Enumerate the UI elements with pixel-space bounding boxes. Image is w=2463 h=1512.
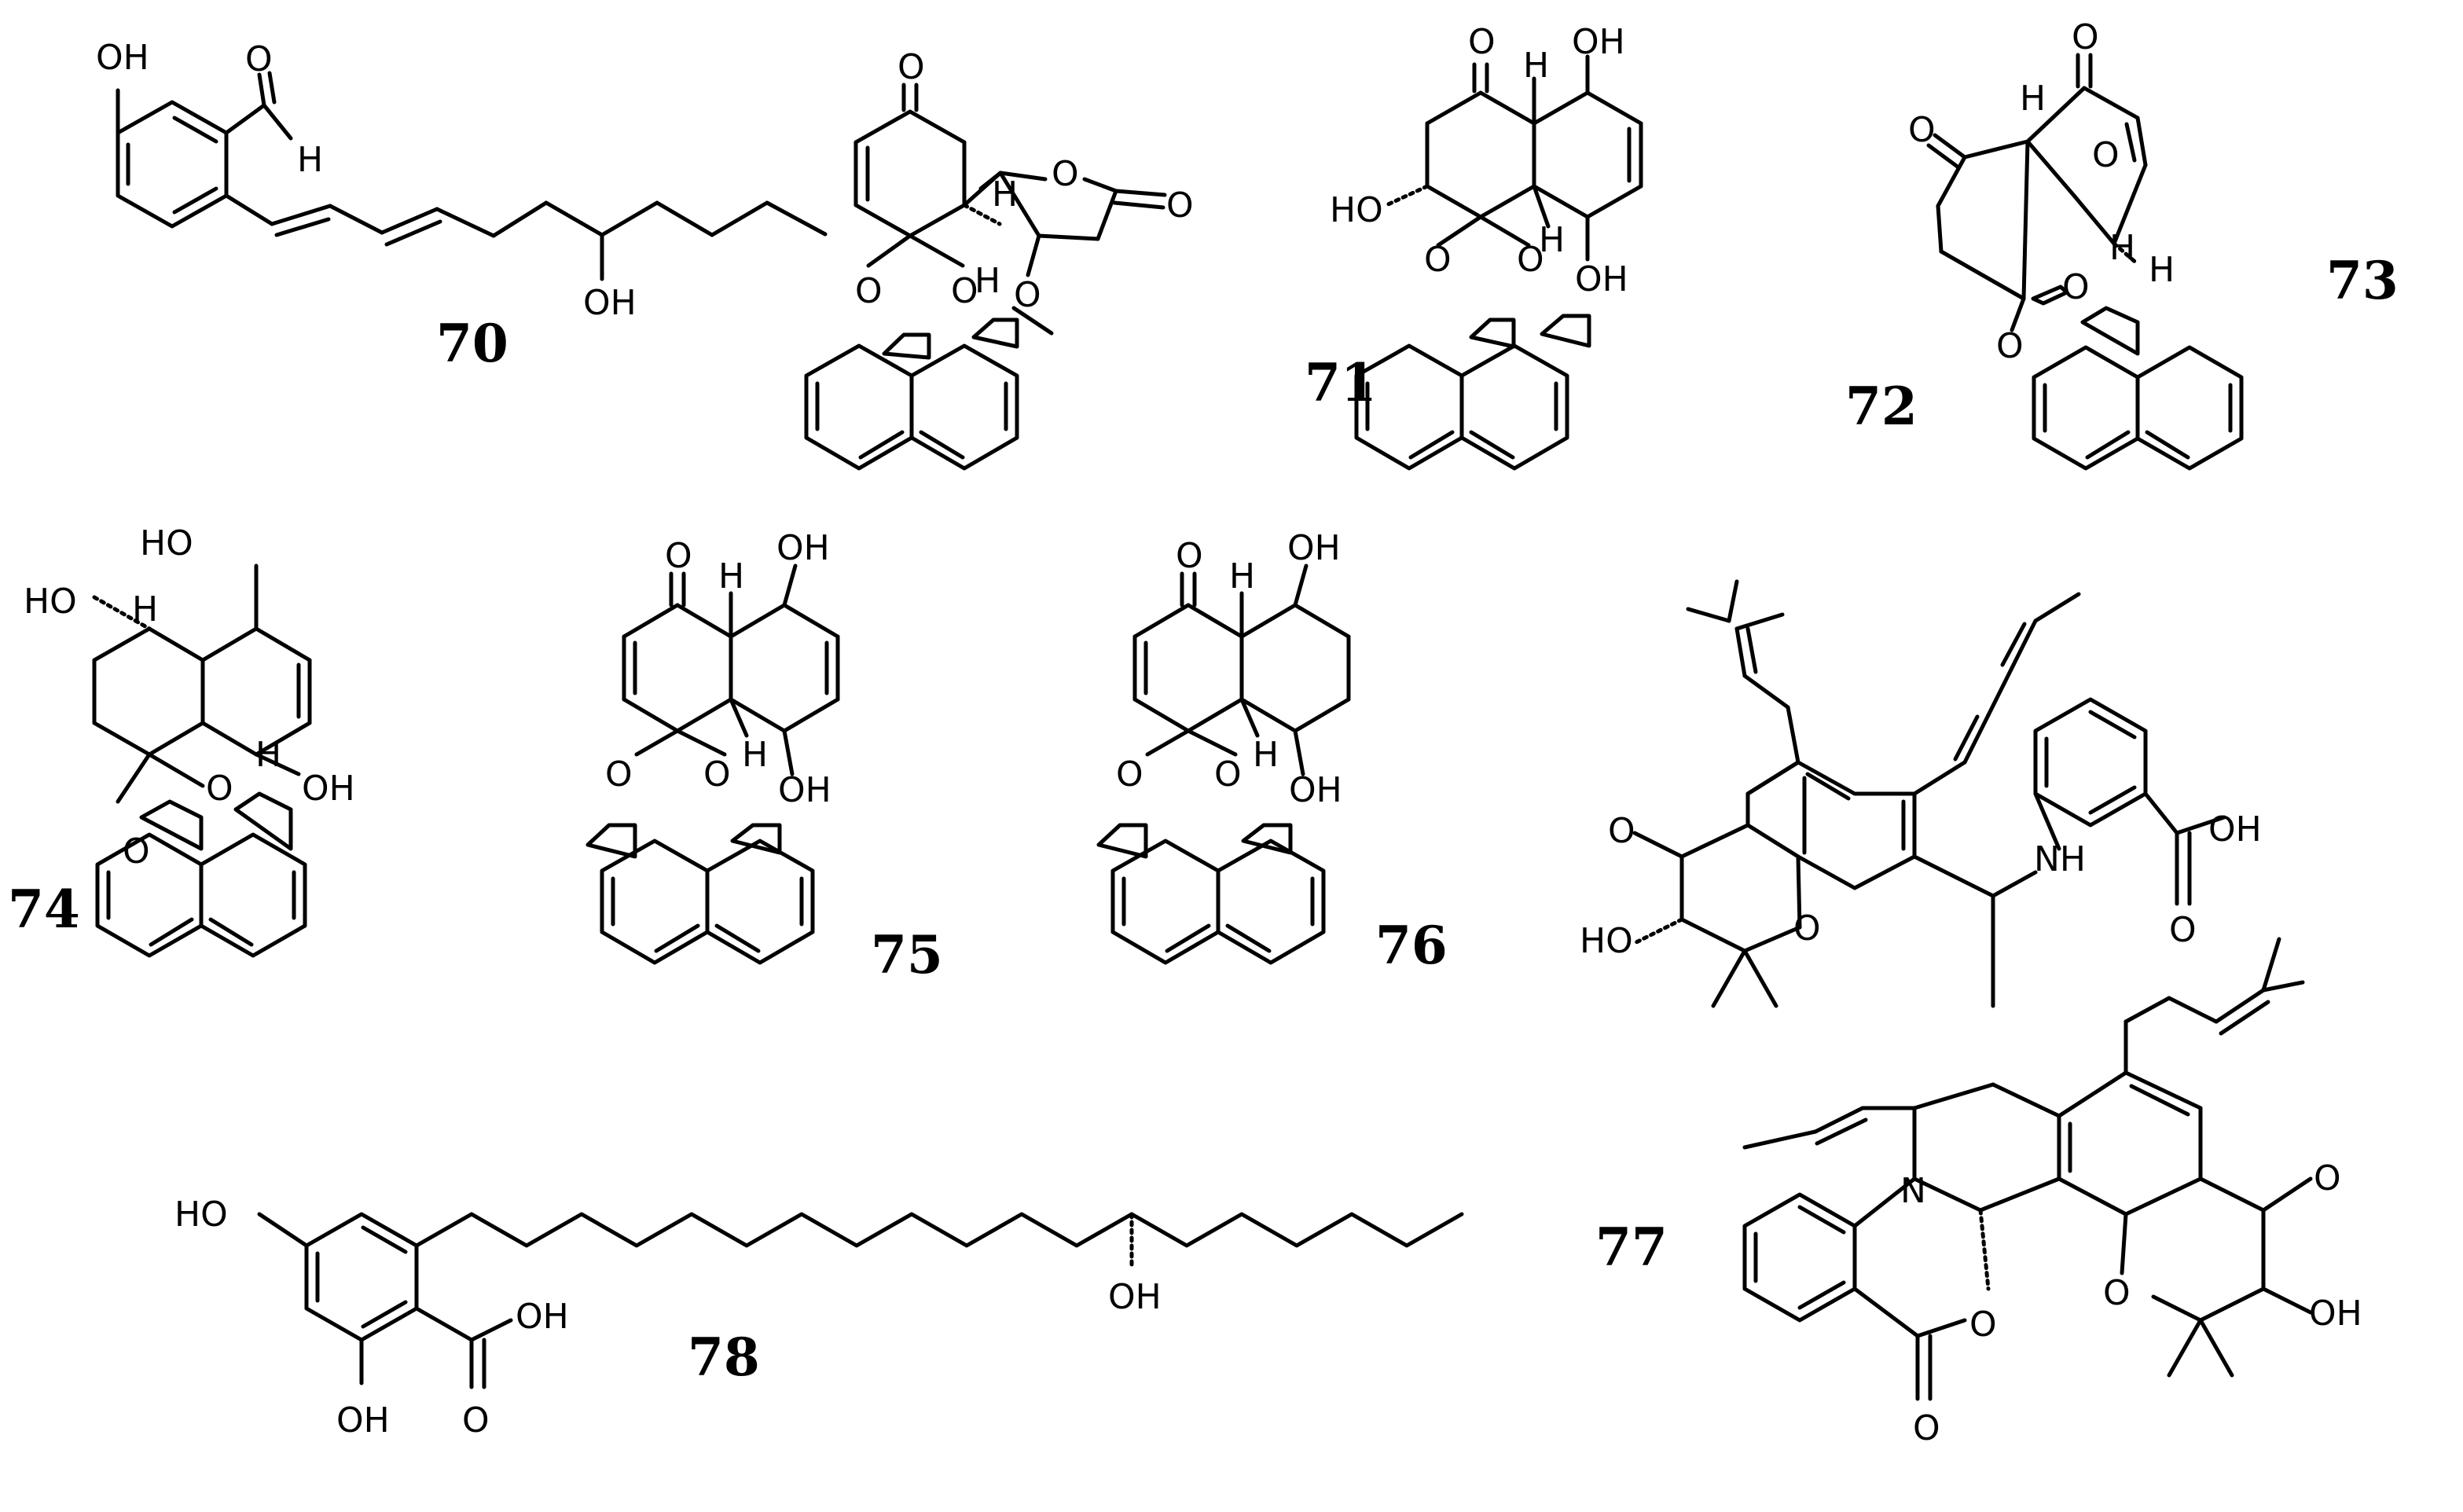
atom-o: O	[2072, 17, 2099, 57]
atom-o: O	[1014, 275, 1041, 315]
structure-71	[804, 83, 1167, 471]
atom-o: O	[462, 1400, 490, 1440]
atom-h: H	[1523, 46, 1549, 86]
atom-oh: OH	[2309, 1294, 2362, 1334]
atom-o: O	[1176, 536, 1203, 576]
atom-o: O	[1052, 154, 1079, 194]
atom-o: O	[2169, 910, 2197, 950]
atom-ho: HO	[1330, 190, 1383, 230]
atom-oh: OH	[776, 528, 830, 568]
atom-h: H	[297, 140, 323, 180]
atom-o: O	[245, 39, 273, 79]
atom-oh: OH	[1287, 528, 1341, 568]
atom-o: O	[1468, 22, 1496, 62]
compound-label-72: 72	[1845, 376, 1918, 437]
compound-label-70: 70	[436, 313, 508, 374]
atom-h: H	[992, 174, 1018, 215]
atom-ho: HO	[24, 582, 77, 622]
atom-h: H	[1253, 735, 1279, 775]
compound-label-76: 76	[1375, 915, 1448, 976]
atom-n: N	[1900, 1171, 1926, 1211]
atom-o: O	[1116, 754, 1143, 795]
atom-o: O	[206, 769, 233, 809]
compound-label-73: 73	[2326, 250, 2399, 311]
atom-o: O	[2103, 1273, 2131, 1313]
atom-h: H	[1539, 220, 1565, 260]
atom-oh: OH	[96, 38, 149, 78]
structure-75	[585, 563, 840, 965]
structure-77	[1632, 579, 2313, 1401]
atom-h: H	[742, 735, 768, 775]
compound-label-71: 71	[1305, 352, 1377, 413]
structure-76	[1096, 563, 1351, 965]
atom-oh: OH	[302, 769, 355, 809]
structure-78	[257, 1212, 1464, 1389]
atom-ho: HO	[140, 523, 193, 563]
atom-oh: OH	[336, 1400, 390, 1440]
atom-oh: OH	[1572, 22, 1625, 62]
structure-73	[1926, 53, 2244, 471]
atom-o: O	[2062, 267, 2090, 307]
atom-h: H	[255, 735, 281, 775]
atom-o: O	[1608, 811, 1635, 851]
atom-o: O	[2314, 1158, 2341, 1198]
atom-h: H	[2020, 79, 2046, 119]
atom-o: O	[897, 47, 925, 87]
atom-o: O	[855, 271, 883, 311]
atom-h: H	[975, 261, 1000, 301]
atom-h: H	[1229, 556, 1255, 596]
atom-o: O	[1517, 240, 1544, 280]
compound-label-74: 74	[8, 879, 80, 940]
structure-72	[1354, 54, 1643, 471]
atom-o: O	[1424, 240, 1452, 280]
compound-label-77: 77	[1595, 1217, 1668, 1278]
atom-o: O	[605, 754, 633, 795]
structure-70	[116, 71, 828, 281]
atom-o: O	[951, 271, 978, 311]
atom-o: O	[703, 754, 731, 795]
atom-ho: HO	[174, 1195, 228, 1235]
atom-oh: OH	[1289, 770, 1342, 810]
atom-o: O	[665, 536, 692, 576]
atom-oh: OH	[778, 770, 831, 810]
atom-oh: OH	[1575, 259, 1628, 299]
atom-o: O	[1996, 326, 2024, 366]
atom-o: O	[1908, 110, 1936, 150]
compound-label-78: 78	[688, 1327, 760, 1388]
atom-oh: OH	[2208, 809, 2262, 850]
atom-h: H	[2149, 250, 2175, 290]
atom-o: O	[2092, 135, 2120, 175]
atom-o: O	[1793, 908, 1821, 949]
structure-74	[92, 563, 312, 958]
atom-nh: NH	[2034, 839, 2086, 879]
atom-o: O	[1969, 1305, 1997, 1345]
atom-o: O	[123, 831, 150, 872]
atom-h: H	[2109, 228, 2135, 268]
atom-o: O	[1913, 1408, 1940, 1448]
atom-o: O	[1214, 754, 1242, 795]
atom-oh: OH	[516, 1297, 569, 1337]
atom-o: O	[1166, 185, 1194, 226]
compound-label-75: 75	[871, 924, 943, 985]
atom-ho: HO	[1580, 921, 1633, 961]
atom-oh: OH	[583, 283, 637, 323]
atom-h: H	[718, 556, 744, 596]
atom-oh: OH	[1108, 1277, 1162, 1317]
atom-h: H	[132, 589, 158, 629]
